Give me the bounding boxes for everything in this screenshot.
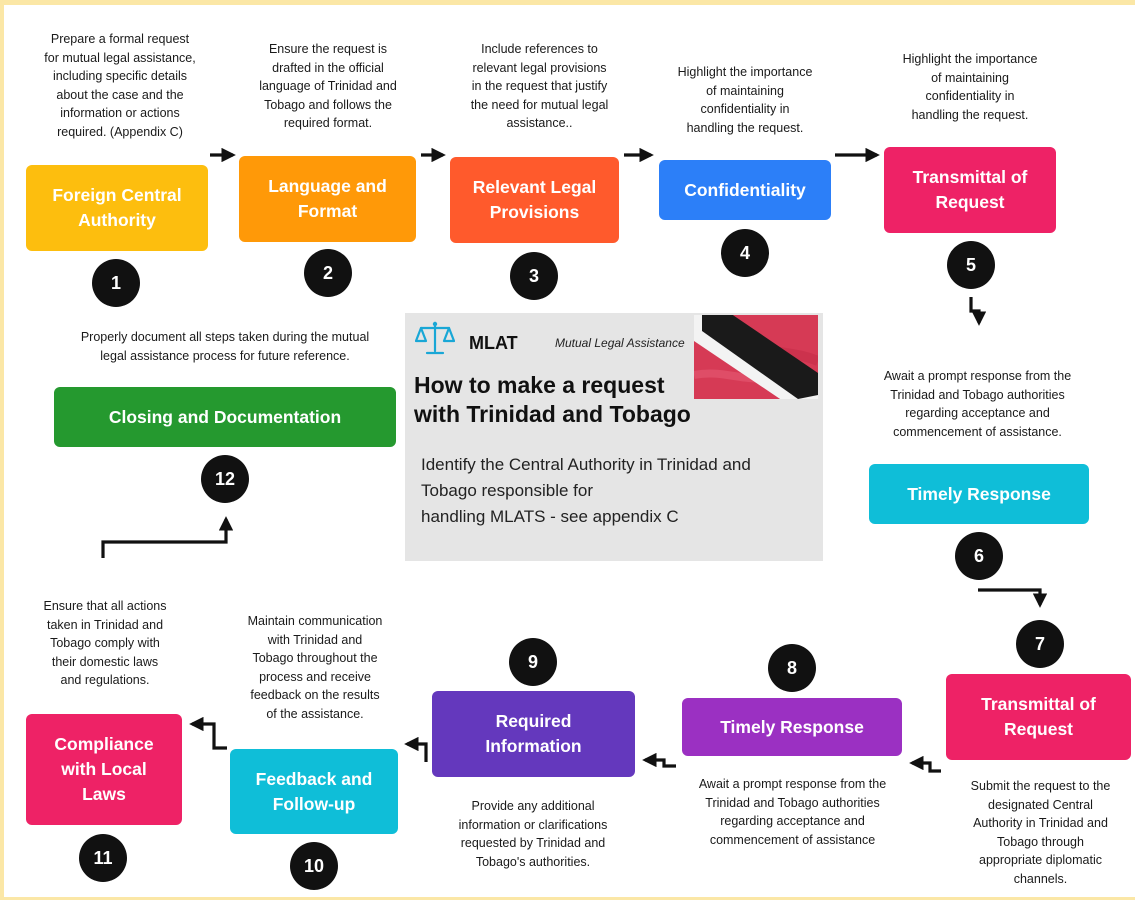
arrow-9-to-10 [404,736,428,762]
step-5-description: Highlight the importance of maintaining … [902,52,1038,122]
scale-icon [415,321,455,355]
arrow-10-to-11 [189,716,227,750]
step-8-description: Await a prompt response from the Trinida… [698,777,887,847]
step-10-number: 10 [290,842,338,890]
arrow-8-to-9 [642,752,676,768]
step-9-box: Required Information [432,691,635,777]
step-10-box: Feedback and Follow-up [230,749,398,834]
step-4-description: Highlight the importance of maintaining … [677,65,813,135]
step-11-number: 11 [79,834,127,882]
step-6-description: Await a prompt response from the Trinida… [883,369,1072,439]
step-1-number: 1 [92,259,140,307]
mlat-subtitle: Mutual Legal Assistance [555,336,685,350]
step-3-box: Relevant Legal Provisions [450,157,619,243]
step-8-box: Timely Response [682,698,902,756]
step-3-number: 3 [510,252,558,300]
center-body: Identify the Central Authority in Trinid… [421,455,751,526]
step-1-box: Foreign Central Authority [26,165,208,251]
step-6-box: Timely Response [869,464,1089,524]
step-8-number: 8 [768,644,816,692]
step-11-description: Ensure that all actions taken in Trinida… [43,599,167,687]
step-11-box: Compliance with Local Laws [26,714,182,825]
step-5-number: 5 [947,241,995,289]
step-6-number: 6 [955,532,1003,580]
step-1-description: Prepare a formal request for mutual lega… [44,32,196,139]
arrow-5-to-6 [969,297,987,326]
step-12-number: 12 [201,455,249,503]
step-4-number: 4 [721,229,769,277]
step-7-number: 7 [1016,620,1064,668]
arrow-11-to-12 [101,516,234,558]
step-2-description: Ensure the request is drafted in the off… [259,42,397,130]
step-9-description: Provide any additional information or cl… [458,799,608,869]
step-12-description: Properly document all steps taken during… [80,330,370,363]
center-card: MLAT Mutual Legal Assistance How to make… [405,313,823,561]
trinidad-and-tobago-flag [694,315,818,399]
step-5-box: Transmittal of Request [884,147,1056,233]
arrow-7-to-8 [909,755,941,773]
step-9-number: 9 [509,638,557,686]
step-7-box: Transmittal of Request [946,674,1131,760]
step-2-number: 2 [304,249,352,297]
step-2-box: Language and Format [239,156,416,242]
step-4-box: Confidentiality [659,160,831,220]
step-12-box: Closing and Documentation [54,387,396,447]
step-7-description: Submit the request to the designated Cen… [970,779,1111,886]
center-title: How to make a request with Trinidad and … [414,372,691,427]
step-10-description: Maintain communication with Trinidad and… [247,614,383,721]
step-3-description: Include references to relevant legal pro… [470,42,609,130]
arrow-6-to-7 [978,588,1048,608]
mlat-label: MLAT [469,333,518,353]
